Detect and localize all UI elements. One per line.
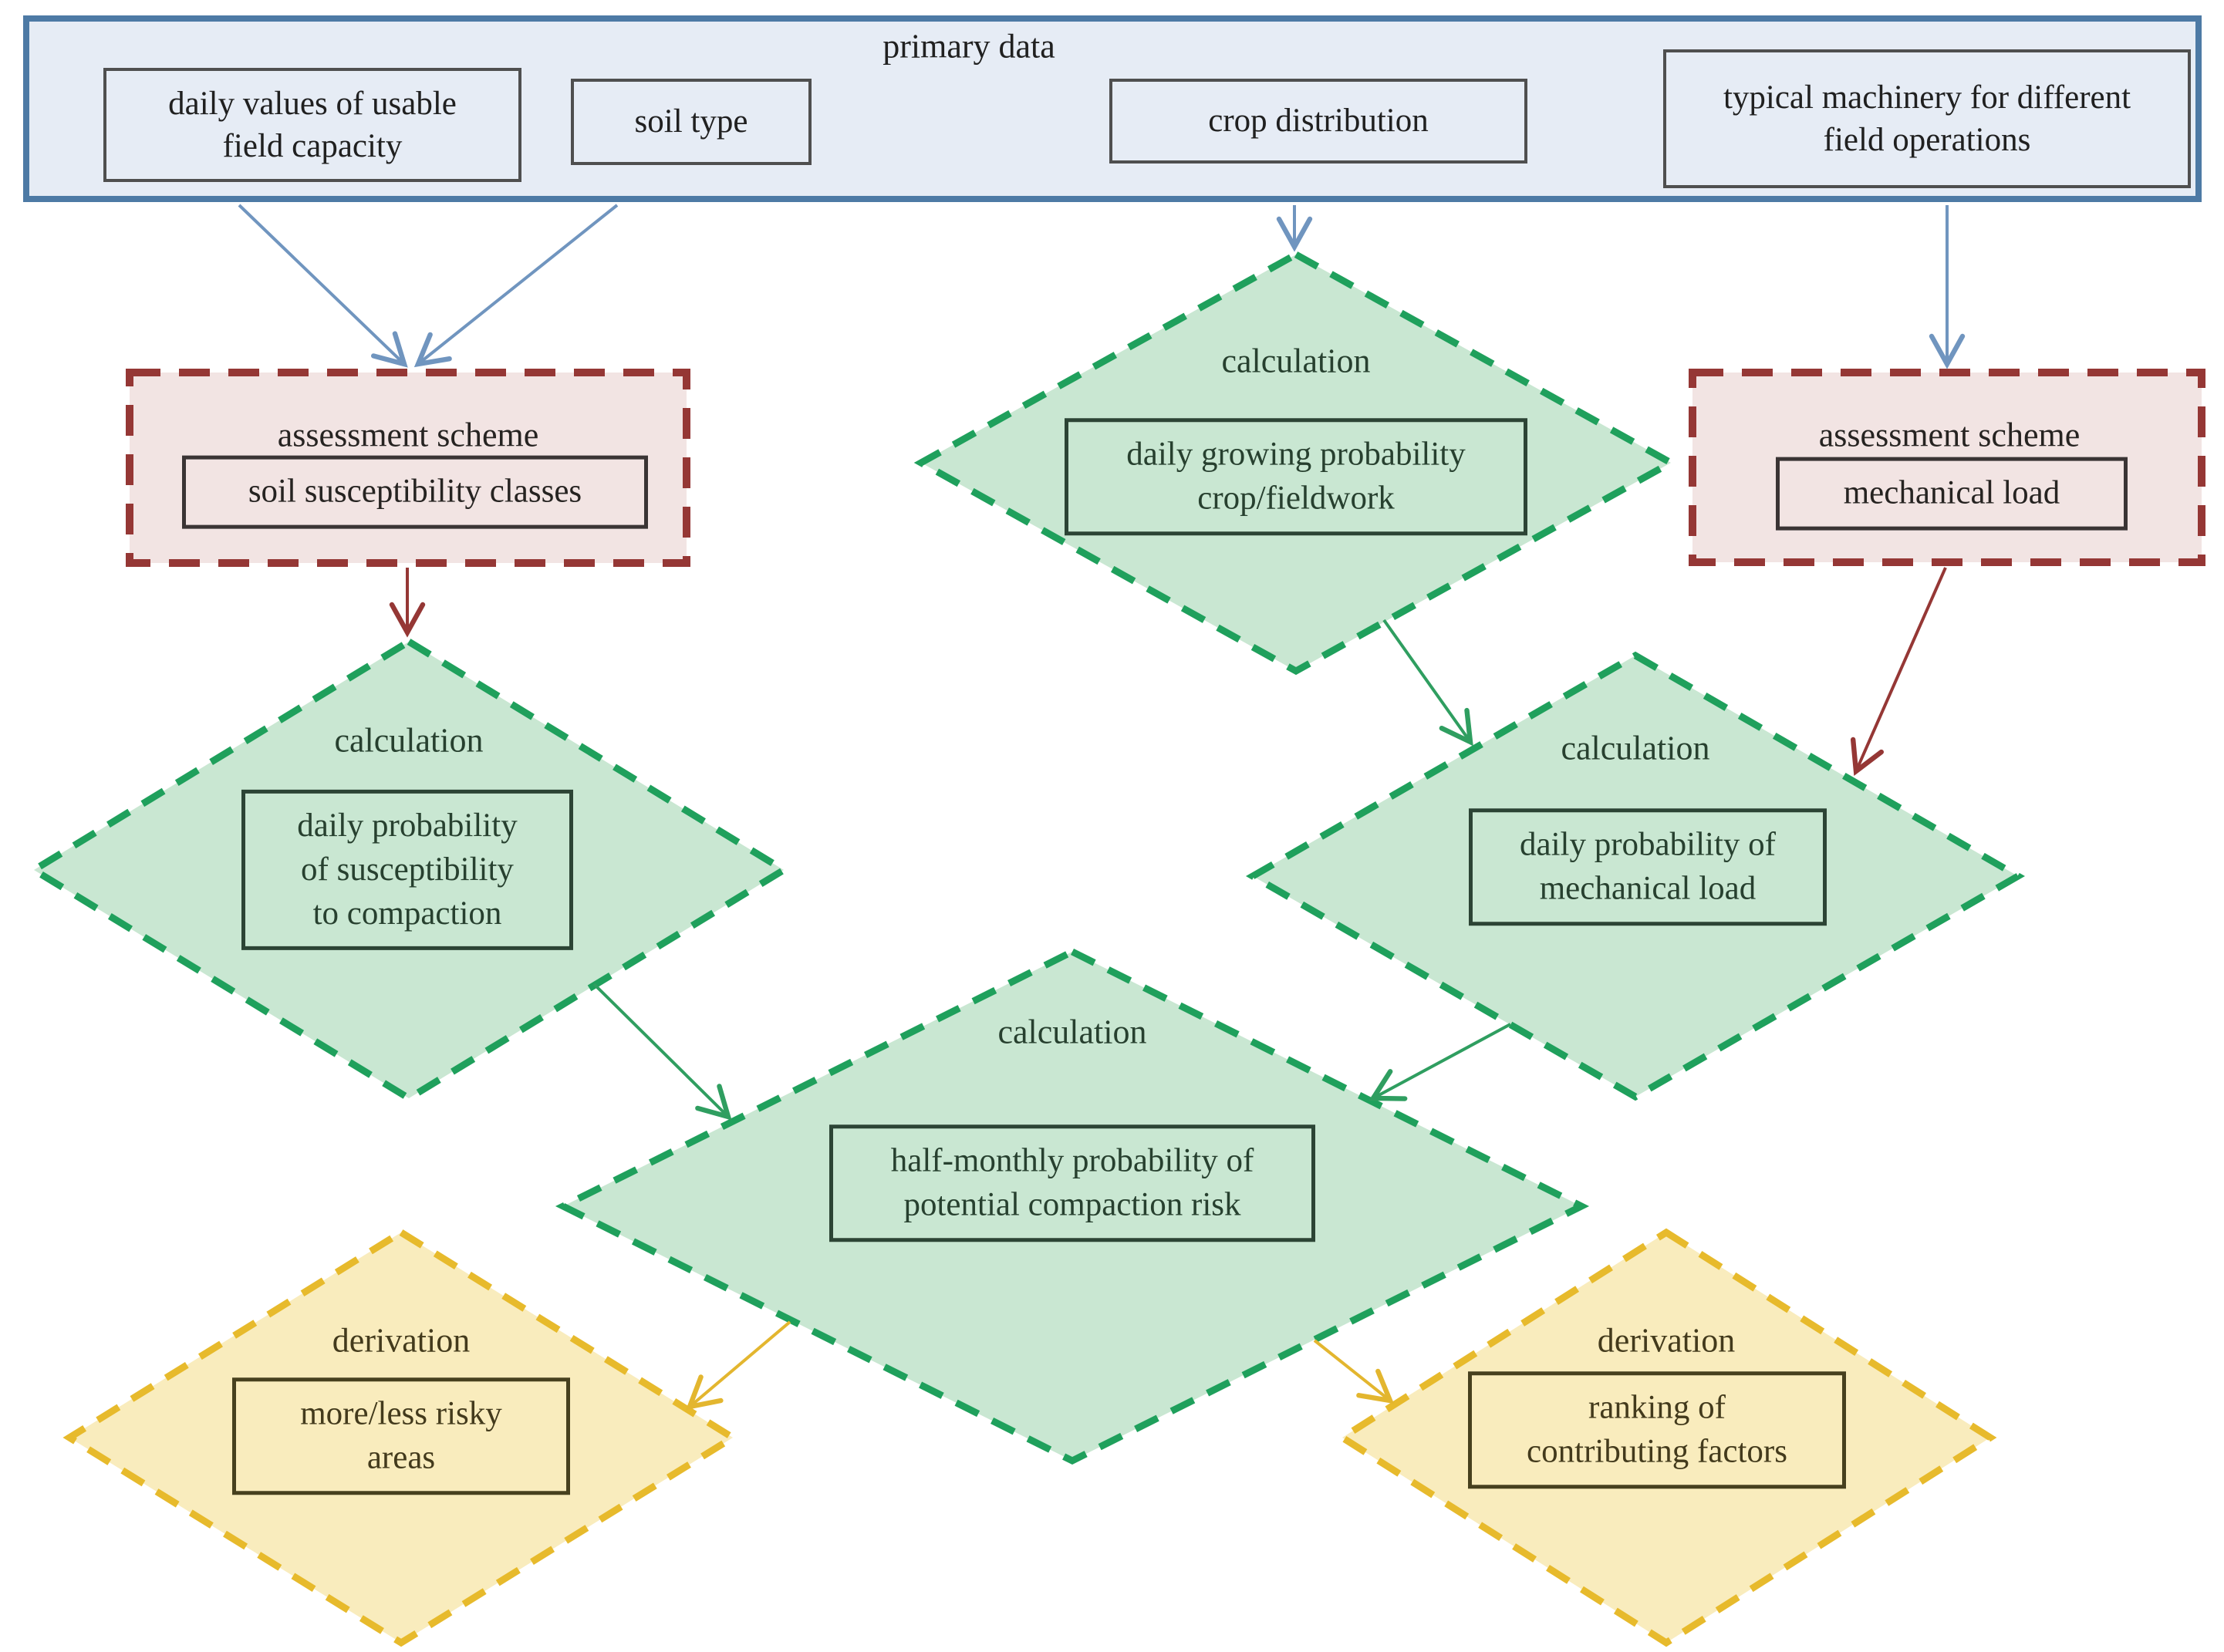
- arrow-risk-calc-to-ranking: [1313, 1339, 1395, 1404]
- input-box-field-capacity: daily values of usable field capacity: [103, 68, 521, 182]
- growing-probability-box: daily growing probability crop/fieldwork: [1065, 418, 1527, 535]
- diamond-compaction-risk: [555, 947, 1590, 1465]
- calculation-label-susceptibility: calculation: [334, 721, 484, 760]
- arrow-soil-type-to-soil-assessment: [413, 204, 619, 368]
- ranking-factors-box: ranking of contributing factors: [1468, 1371, 1846, 1488]
- primary-data-container: [23, 15, 2202, 202]
- arrow-load-assessment-to-load-calc: [1850, 567, 1947, 777]
- input-box-soil-type: soil type: [571, 79, 812, 165]
- arrow-growing-calc-to-load-calc: [1382, 619, 1473, 747]
- input-box-crop-distribution: crop distribution: [1109, 79, 1527, 164]
- arrow-load-calc-to-risk-calc: [1368, 1023, 1511, 1101]
- susceptibility-probability-box: daily probability of susceptibility to c…: [241, 789, 573, 951]
- risky-areas-box: more/less risky areas: [232, 1377, 570, 1495]
- diamond-mechanical-load-probability: [1245, 651, 2026, 1101]
- compaction-risk-box: half-monthly probability of potential co…: [829, 1124, 1315, 1242]
- derivation-label-ranking: derivation: [1597, 1321, 1736, 1360]
- diamond-risky-areas: [62, 1228, 740, 1647]
- input-box-machinery: typical machinery for different field op…: [1663, 49, 2191, 188]
- primary-data-label: primary data: [883, 27, 1055, 66]
- load-probability-box: daily probability of mechanical load: [1469, 808, 1827, 925]
- derivation-label-areas: derivation: [332, 1321, 471, 1360]
- mechanical-load-box: mechanical load: [1776, 457, 2128, 531]
- assessment-scheme-right-label: assessment scheme: [1818, 416, 2081, 454]
- arrow-field-capacity-to-soil-assessment: [238, 204, 408, 368]
- soil-susceptibility-classes-box: soil susceptibility classes: [182, 455, 648, 529]
- assessment-scheme-left-box: [126, 369, 690, 567]
- calculation-label-load: calculation: [1561, 729, 1710, 767]
- diamond-growing-probability: [913, 250, 1679, 676]
- calculation-label-growing: calculation: [1221, 342, 1371, 380]
- diamond-ranking-factors: [1335, 1228, 1997, 1647]
- arrow-susceptibility-calc-to-risk-calc: [592, 983, 732, 1121]
- assessment-scheme-left-label: assessment scheme: [277, 416, 539, 454]
- calculation-label-risk: calculation: [997, 1013, 1147, 1051]
- arrow-risk-calc-to-risky-areas: [685, 1320, 791, 1411]
- diamond-susceptibility-probability: [27, 637, 791, 1103]
